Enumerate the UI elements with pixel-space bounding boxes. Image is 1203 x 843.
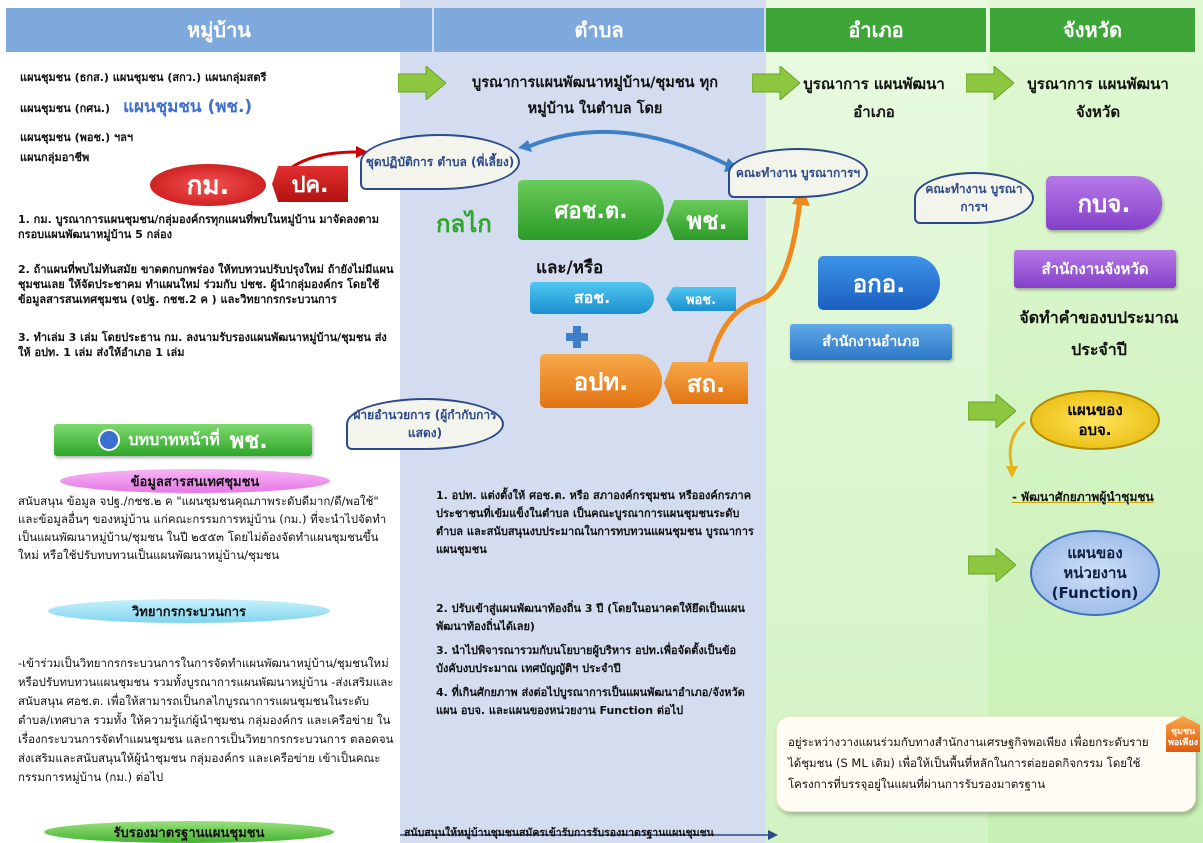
oko-badge: อกอ.: [818, 256, 940, 310]
plans-row2-highlight: แผนชุมชน (พช.): [123, 97, 253, 117]
tambon-step3: 3. นำไปพิจารณารวมกับนโยบายผู้บริหาร อปท.…: [436, 644, 737, 675]
plans-row1: แผนชุมชน (ธกส.) แผนชุมชน (สกว.) แผนกลุ่ม…: [20, 71, 267, 84]
soch-badge: สอช.: [530, 282, 654, 314]
agency-plan-line2: หน่วยงาน: [1063, 564, 1127, 582]
leader-dev-text: - พัฒนาศักยภาพผู้นำชุมชน: [1012, 490, 1154, 504]
agency-plan-pill: แผนของ หน่วยงาน (Function): [1030, 530, 1160, 616]
badge-pd: ปค.: [272, 166, 348, 202]
plans-row2: แผนชุมชน (กศน.) แผนชุมชน (พช.): [20, 93, 400, 120]
agency-plan-line1: แผนของ: [1067, 544, 1123, 562]
and-or-label: และ/หรือ: [536, 258, 604, 278]
village-step1: 1. กม. บูรณาการแผนชุมชน/กลุ่มองค์กรทุกแผ…: [18, 213, 379, 241]
amphoe-title: บูรณาการ แผนพัฒนา อำเภอ: [803, 75, 945, 121]
arrow-obj-plan-icon: [968, 394, 1016, 428]
role-bar-prefix: บทบาทหน้าที่: [128, 429, 220, 449]
role-bar: บทบาทหน้าที่ พช.: [54, 424, 312, 456]
sth-badge: สถ.: [664, 362, 748, 404]
tambon-step2: 2. ปรับเข้าสู่แผนพัฒนาท้องถิ่น 3 ปี (โดย…: [436, 602, 745, 633]
note-box: [776, 716, 1196, 812]
amphoe-office-button: สำนักงานอำเภอ: [790, 324, 952, 360]
arrow-agency-plan-icon: [968, 548, 1016, 582]
plans-row4: แผนกลุ่มอาชีพ: [20, 151, 90, 164]
badge-km: กม.: [150, 164, 266, 206]
admin-callout: ฝ่ายอำนวยการ (ผู้กำกับการแสดง): [346, 398, 504, 450]
plans-row2-label: แผนชุมชน (กศน.): [20, 102, 110, 115]
tambon-step4: 4. ที่เกินศักยภาพ ส่งต่อไปบูรณาการเป็นแผ…: [436, 686, 745, 717]
toolkit-callout: ชุดปฏิบัติการ ตำบล (พี่เลี้ยง): [360, 134, 520, 190]
info-ribbon: ข้อมูลสารสนเทศชุมชน: [60, 469, 330, 493]
pch-logo-icon: [98, 429, 121, 451]
budget-text: จัดทำคำของบประมาณ ประจำปี: [1019, 308, 1179, 359]
header-province: จังหวัด: [990, 8, 1195, 52]
arrow-village-to-tambon-icon: [398, 66, 446, 100]
province-office-button: สำนักงานจังหวัด: [1014, 250, 1176, 288]
header-village: หมู่บ้าน: [6, 8, 432, 52]
header-tambon: ตำบล: [434, 8, 764, 52]
tambon-title: บูรณาการแผนพัฒนาหมู่บ้าน/ชุมชน ทุกหมู่บ้…: [472, 75, 718, 117]
pch-badge: พช.: [666, 200, 748, 240]
province-title: บูรณาการ แผนพัฒนา จังหวัด: [1027, 75, 1169, 121]
mechanism-label: กลไก: [436, 210, 492, 238]
info-text: สนับสนุน ข้อมูล จปฐ./กชช.๒ ค "แผนชุมชนคุ…: [18, 494, 387, 562]
opt-badge: อปท.: [540, 354, 662, 408]
header-amphoe: อำเภอ: [766, 8, 986, 52]
kbj-badge: กบจ.: [1046, 176, 1162, 230]
village-step3: 3. ทำเล่ม 3 เล่ม โดยประธาน กม. ลงนามรับร…: [18, 331, 387, 359]
standard-ribbon: รับรองมาตรฐานแผนชุมชน: [44, 821, 334, 843]
province-committee-callout: คณะทำงาน บูรณาการฯ: [914, 172, 1034, 224]
standard-text: สนับสนุนให้หมู่บ้านชุมชนสมัครเข้ารับการร…: [404, 827, 714, 839]
amphoe-column-bg: [766, 0, 988, 843]
plus-icon: [566, 326, 588, 348]
role-bar-highlight: พช.: [229, 428, 268, 454]
village-column-bg: [0, 0, 400, 843]
poch-badge: พอช.: [666, 287, 736, 311]
agency-plan-line3: (Function): [1051, 584, 1139, 602]
facilitator-ribbon: วิทยากรกระบวนการ: [48, 599, 330, 623]
obj-plan-pill: แผนของ อบจ.: [1030, 390, 1160, 450]
amphoe-committee-callout: คณะทำงาน บูรณาการฯ: [728, 148, 868, 198]
note-text: อยู่ระหว่างวางแผนร่วมกับทางสำนักงานเศรษฐ…: [788, 735, 1149, 791]
facilitator-text: -เข้าร่วมเป็นวิทยากรกระบวนการในการจัดทำแ…: [18, 656, 394, 784]
village-step2: 2. ถ้าแผนที่พบไม่ทันสมัย ขาดตกบกพร่อง ให…: [18, 263, 394, 306]
arrow-tambon-to-amphoe-icon: [752, 66, 800, 100]
plans-row3: แผนชุมชน (พอช.) ฯลฯ: [20, 131, 134, 144]
tambon-step1: 1. อปท. แต่งตั้งให้ ศอช.ต. หรือ สภาองค์ก…: [436, 489, 754, 556]
socht-badge: ศอช.ต.: [518, 180, 664, 240]
arrow-amphoe-to-province-icon: [966, 66, 1014, 100]
